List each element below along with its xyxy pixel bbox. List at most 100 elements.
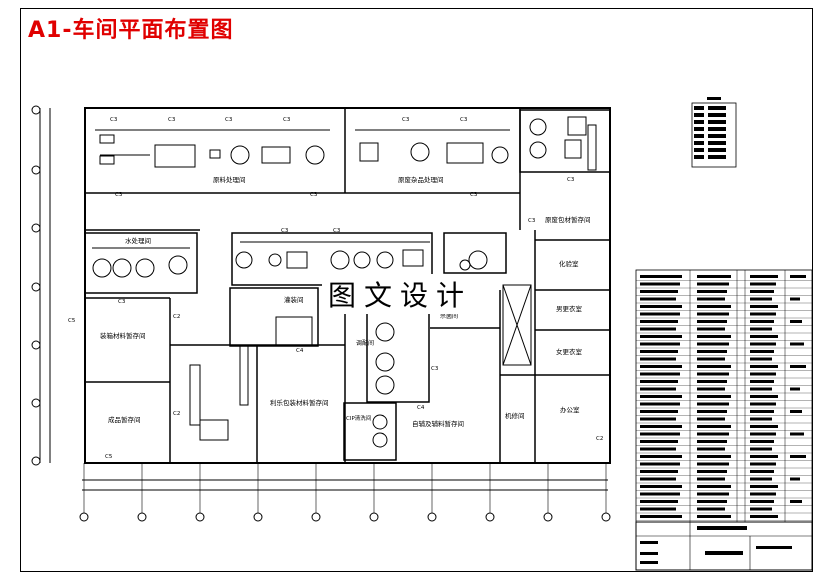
pump-circle-icon xyxy=(112,258,132,278)
schedule-cell xyxy=(790,500,802,503)
schedule-cell xyxy=(790,477,800,481)
schedule-cell xyxy=(790,410,802,413)
schedule-cell xyxy=(640,500,678,503)
schedule-cell xyxy=(750,425,778,428)
schedule-cell xyxy=(697,327,725,331)
small-room-wall xyxy=(443,232,507,274)
tank-rect-icon xyxy=(286,251,308,269)
conveyor-icon xyxy=(189,364,201,426)
schedule-cell xyxy=(750,402,776,406)
door-label: C3 xyxy=(283,117,291,123)
pump-circle-icon xyxy=(375,322,395,342)
schedule-cell xyxy=(697,402,729,406)
schedule-cell xyxy=(750,515,778,518)
door-label: C3 xyxy=(460,117,468,123)
schedule-cell xyxy=(790,365,806,368)
schedule-cell xyxy=(697,470,727,473)
schedule-cell xyxy=(790,387,800,391)
pump-circle-icon xyxy=(468,250,488,270)
schedule-cell xyxy=(640,485,682,488)
pump-circle-icon xyxy=(375,375,395,395)
door-label: C3 xyxy=(567,177,575,183)
schedule-cell xyxy=(750,455,778,458)
schedule-cell xyxy=(750,447,772,451)
schedule-cell xyxy=(640,410,678,413)
schedule-cell xyxy=(640,312,680,316)
schedule-cell xyxy=(790,455,806,458)
schedule-cell xyxy=(640,372,680,376)
sterile-room-equipment xyxy=(235,241,488,271)
door-label: C3 xyxy=(118,299,126,305)
axis-bubble xyxy=(31,340,41,350)
room-label-men-locker: 男更衣室 xyxy=(556,304,583,313)
schedule-cell xyxy=(640,470,678,473)
pump-circle-icon xyxy=(376,251,394,269)
valve-icon xyxy=(99,155,115,165)
pump-circle-icon xyxy=(235,251,253,269)
schedule-cell xyxy=(697,312,729,316)
filling-room-wall xyxy=(229,287,319,347)
schedule-cell xyxy=(750,500,774,503)
schedule-cell xyxy=(697,455,731,458)
door-label: C5 xyxy=(68,318,76,324)
schedule-cell xyxy=(697,342,729,346)
schedule-cell xyxy=(750,372,776,376)
tank-rect-icon xyxy=(446,142,484,164)
schedule-cell xyxy=(697,410,727,413)
water-treatment-equipment xyxy=(92,247,190,278)
room-label-finished: 成品暂存间 xyxy=(108,415,141,424)
tank-rect-icon xyxy=(359,142,379,162)
door-label: C5 xyxy=(105,454,113,460)
schedule-cell xyxy=(640,447,676,451)
door-label: C3 xyxy=(281,228,289,234)
schedule-cell xyxy=(697,515,731,518)
room-label-packing: 装箱材料暂存间 xyxy=(100,331,146,340)
room-label-cip: CIP清洗间 xyxy=(346,414,371,422)
schedule-cell xyxy=(697,425,731,428)
interior-walls xyxy=(84,108,611,463)
schedule-cell xyxy=(750,380,774,383)
schedule-cell xyxy=(640,432,680,436)
pump-circle-icon xyxy=(135,258,155,278)
schedule-cell xyxy=(750,395,778,398)
schedule-cell xyxy=(697,305,731,308)
schedule-cell xyxy=(640,402,680,406)
cip-room-wall xyxy=(343,402,397,461)
schedule-cell xyxy=(750,327,772,331)
schedule-cell xyxy=(640,282,680,286)
schedule-cell xyxy=(697,477,725,481)
schedule-cell xyxy=(750,417,772,421)
schedule-cell xyxy=(750,387,772,391)
room-label-water: 水处理间 xyxy=(125,236,151,245)
door-label: C4 xyxy=(417,405,425,411)
legend-text-bars xyxy=(694,106,726,159)
schedule-cell xyxy=(750,365,778,368)
room-label-office: 办公室 xyxy=(560,405,580,414)
schedule-cell xyxy=(750,320,774,323)
schedule-cell xyxy=(697,335,731,338)
schedule-cell xyxy=(697,320,727,323)
schedule-cell xyxy=(640,425,682,428)
schedule-cell xyxy=(640,342,680,346)
room-label-repair: 机修间 xyxy=(505,411,525,420)
schedule-cell xyxy=(697,492,729,496)
pump-circle-icon xyxy=(459,259,471,271)
tank-rect-icon xyxy=(402,249,424,267)
schedule-cell xyxy=(750,275,778,278)
legend-rows xyxy=(691,97,737,168)
corridor-cross xyxy=(502,284,532,366)
tank-rect-icon xyxy=(564,139,582,159)
schedule-cell xyxy=(697,462,729,466)
schedule-cell xyxy=(750,477,772,481)
door-label: C2 xyxy=(173,314,180,320)
schedule-cell xyxy=(697,365,731,368)
door-label: C3 xyxy=(431,366,439,372)
schedule-cell xyxy=(640,477,676,481)
schedule-cell xyxy=(640,327,676,331)
schedule-cell xyxy=(790,297,800,301)
schedule-cell xyxy=(697,447,725,451)
door-label: C2 xyxy=(596,436,603,442)
schedule-cell xyxy=(750,410,774,413)
